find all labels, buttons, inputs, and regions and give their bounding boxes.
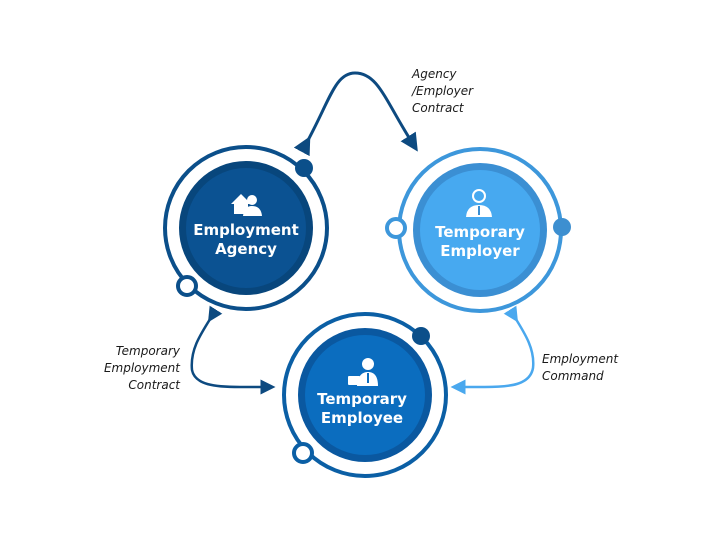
label-line: Contract xyxy=(412,101,464,115)
businessman-icon xyxy=(466,189,492,217)
employer-label-line2: Employer xyxy=(440,242,520,260)
employee-label-line1: Temporary xyxy=(317,390,407,408)
agency-label-line2: Agency xyxy=(215,240,277,258)
arrow-employer-employee xyxy=(450,305,535,395)
label-line: Employment xyxy=(542,352,619,366)
label-line: Temporary xyxy=(115,344,180,358)
label-line: Command xyxy=(542,369,604,383)
agency-employer-contract-label: Agency /Employer Contract xyxy=(412,66,473,117)
label-line: Contract xyxy=(128,378,180,392)
agency-label-line1: Employment xyxy=(193,221,299,239)
agency-label: Employment Agency xyxy=(176,221,316,259)
house-person-icon xyxy=(231,194,262,216)
label-line: Agency xyxy=(412,67,457,81)
arrow-agency-employee xyxy=(190,305,276,395)
node-employment-agency[interactable] xyxy=(163,145,329,311)
employer-label: Temporary Employer xyxy=(410,223,550,261)
arrow-agency-employer xyxy=(293,71,418,157)
employer-label-line1: Temporary xyxy=(435,223,525,241)
label-line: /Employer xyxy=(412,84,474,98)
node-temporary-employee[interactable] xyxy=(282,312,448,478)
node-temporary-employer[interactable] xyxy=(385,147,571,313)
temporary-employment-contract-label: Temporary Employment Contract xyxy=(100,343,180,394)
label-line: Employment xyxy=(103,361,180,375)
employment-command-label: Employment Command xyxy=(542,351,618,385)
employee-label: Temporary Employee xyxy=(292,390,432,428)
employee-label-line2: Employee xyxy=(320,409,404,427)
worker-briefcase-icon xyxy=(348,358,378,386)
